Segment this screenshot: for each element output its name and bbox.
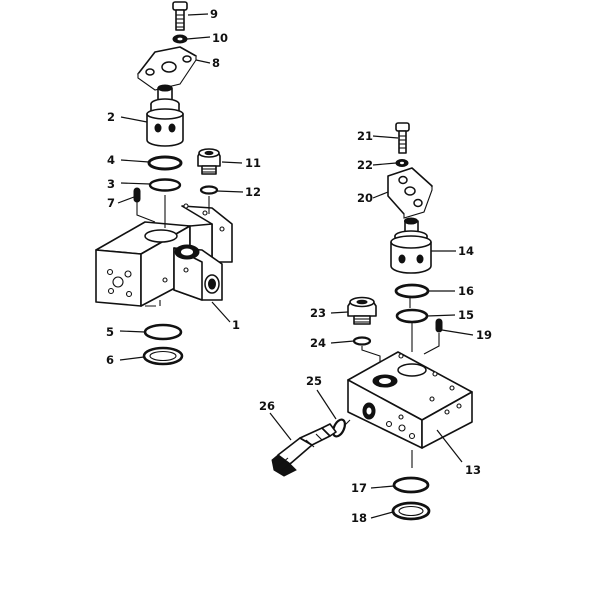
part-2-cartridge[interactable] <box>146 84 184 147</box>
part-11-plug[interactable] <box>197 148 221 175</box>
part-17-o-ring[interactable] <box>392 476 430 494</box>
part-16-o-ring[interactable] <box>394 283 430 299</box>
part-1-valve-body[interactable] <box>95 203 233 307</box>
part-14-cartridge[interactable] <box>390 217 432 274</box>
callout-23: 23 <box>310 306 326 320</box>
callout-24: 24 <box>310 336 326 350</box>
part-10-washer[interactable] <box>172 34 188 44</box>
callout-19: 19 <box>476 328 492 342</box>
callout-8: 8 <box>212 56 220 70</box>
part-20-flange-plate[interactable] <box>387 167 433 219</box>
part-22-washer[interactable] <box>395 159 409 167</box>
callout-2: 2 <box>107 110 115 124</box>
callout-7: 7 <box>107 196 115 210</box>
callout-labels: 9 10 8 2 4 3 7 11 12 1 5 6 21 22 20 14 1… <box>106 7 492 525</box>
part-4-o-ring[interactable] <box>147 155 183 171</box>
callout-25: 25 <box>306 374 322 388</box>
part-23-plug[interactable] <box>347 296 377 325</box>
leader-lines <box>117 13 474 519</box>
callout-16: 16 <box>458 284 474 298</box>
callout-6: 6 <box>106 353 114 367</box>
callout-3: 3 <box>107 177 115 191</box>
callout-20: 20 <box>357 191 373 205</box>
callout-18: 18 <box>351 511 367 525</box>
callout-12: 12 <box>245 185 261 199</box>
part-19-pin[interactable] <box>435 318 443 333</box>
part-26-cartridge[interactable] <box>271 423 337 477</box>
part-9-bolt[interactable] <box>172 1 188 31</box>
part-15-o-ring[interactable] <box>395 308 429 324</box>
left-assembly-guides <box>136 195 210 228</box>
callout-13: 13 <box>465 463 481 477</box>
part-12-o-ring[interactable] <box>199 185 219 195</box>
callout-21: 21 <box>357 129 373 143</box>
part-13-valve-body[interactable] <box>347 351 473 449</box>
callout-5: 5 <box>106 325 114 339</box>
callout-26: 26 <box>259 399 275 413</box>
callout-14: 14 <box>458 244 474 258</box>
part-7-pin[interactable] <box>133 187 141 203</box>
callout-10: 10 <box>212 31 228 45</box>
callout-9: 9 <box>210 7 218 21</box>
callout-4: 4 <box>107 153 115 167</box>
part-21-bolt[interactable] <box>395 122 410 154</box>
part-8-flange-plate[interactable] <box>137 46 197 91</box>
part-18-backup-ring[interactable] <box>391 501 431 521</box>
part-5-o-ring[interactable] <box>143 323 183 341</box>
part-24-o-ring[interactable] <box>352 336 372 346</box>
part-3-o-ring[interactable] <box>148 178 182 192</box>
callout-11: 11 <box>245 156 261 170</box>
callout-15: 15 <box>458 308 474 322</box>
part-6-backup-ring[interactable] <box>142 346 184 366</box>
callout-1: 1 <box>232 318 240 332</box>
callout-22: 22 <box>357 158 373 172</box>
callout-17: 17 <box>351 481 367 495</box>
